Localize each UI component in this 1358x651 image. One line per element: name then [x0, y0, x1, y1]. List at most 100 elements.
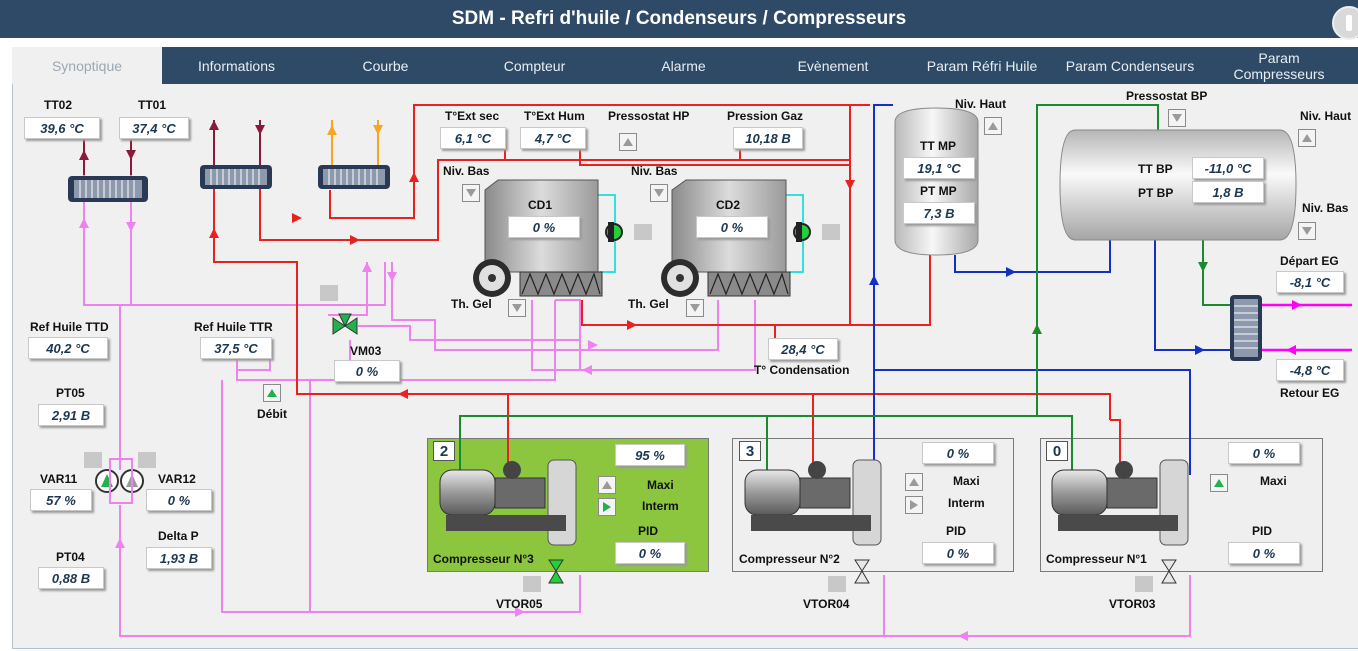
cd2-value: 0 %: [696, 216, 768, 238]
debit-label: Débit: [257, 407, 287, 421]
tt-bp-value: -11,0 °C: [1192, 157, 1264, 179]
ref-huile-ttr-value: 37,5 °C: [200, 337, 272, 359]
tab-param-condenseurs[interactable]: Param Condenseurs: [1065, 57, 1195, 74]
tt-mp-label: TT MP: [920, 139, 956, 153]
tab-param-refri-huile[interactable]: Param Réfri Huile: [926, 57, 1038, 74]
vtor05-label: VTOR05: [496, 597, 543, 611]
title-bar: [0, 0, 1358, 38]
compressor-2-up-button[interactable]: [905, 473, 923, 491]
t-ext-hum-label: T°Ext Hum: [524, 109, 585, 123]
retour-eg-label: Retour EG: [1280, 386, 1340, 400]
compressor-1-name: Compresseur N°1: [1046, 552, 1147, 566]
th-gel-2-down-button[interactable]: [686, 299, 704, 317]
vm03-label: VM03: [350, 344, 382, 358]
ref-huile-ttr-label: Ref Huile TTR: [194, 320, 273, 334]
compressor-2-play-button[interactable]: [905, 496, 923, 514]
pressostat-hp-up-button[interactable]: [619, 133, 637, 151]
compressor-2-interm-label: Interm: [948, 496, 985, 510]
th-gel-2-label: Th. Gel: [628, 297, 669, 311]
cd1-value: 0 %: [508, 216, 580, 238]
tt02-label: TT02: [44, 98, 73, 112]
retour-eg-value: -4,8 °C: [1276, 359, 1344, 381]
delta-p-label: Delta P: [158, 529, 199, 543]
tab-alarme[interactable]: Alarme: [661, 57, 706, 74]
cd2-label: CD2: [716, 198, 741, 212]
niv-bas-2-down-button[interactable]: [650, 184, 668, 202]
debit-up-button[interactable]: [263, 384, 281, 402]
vtor03-indicator[interactable]: [1135, 576, 1153, 592]
pt-mp-label: PT MP: [920, 184, 957, 198]
compressor-2-maxi-label: Maxi: [953, 474, 980, 488]
tab-compteur[interactable]: Compteur: [503, 57, 566, 74]
vtor04-label: VTOR04: [803, 597, 850, 611]
pt05-value: 2,91 B: [38, 404, 104, 426]
vtor04-indicator[interactable]: [828, 576, 846, 592]
bp-niv-haut-up-button[interactable]: [1298, 129, 1316, 147]
var12-status-indicator[interactable]: [138, 452, 156, 468]
pressostat-bp-label: Pressostat BP: [1126, 89, 1208, 103]
t-ext-sec-label: T°Ext sec: [445, 109, 500, 123]
compressor-1-pid-label: PID: [1252, 524, 1273, 538]
compressor-3-name: Compresseur N°3: [433, 552, 534, 566]
compressor-3-interm-label: Interm: [642, 499, 679, 513]
compressor-3-top-value: 95 %: [615, 444, 685, 466]
depart-eg-value: -8,1 °C: [1276, 271, 1344, 293]
cd1-label: CD1: [528, 198, 553, 212]
depart-eg-label: Départ EG: [1280, 254, 1339, 268]
niv-bas-1-down-button[interactable]: [462, 184, 480, 202]
var12-value: 0 %: [146, 489, 212, 511]
compressor-3-up-button[interactable]: [598, 476, 616, 494]
window-title: SDM - Refri d'huile / Condenseurs / Comp…: [451, 8, 907, 29]
tab-bar: Synoptique Informations Courbe Compteur …: [12, 47, 1358, 84]
niv-bas-2-label: Niv. Bas: [631, 164, 678, 178]
tt02-value: 39,6 °C: [24, 117, 100, 139]
var12-label: VAR12: [158, 472, 196, 486]
cd1-pump-indicator[interactable]: [634, 224, 652, 240]
vm03-status-indicator[interactable]: [320, 285, 338, 301]
tt01-label: TT01: [138, 98, 167, 112]
var11-status-indicator[interactable]: [84, 452, 102, 468]
pt-bp-label: PT BP: [1138, 186, 1174, 200]
compressor-1-up-button[interactable]: [1210, 474, 1228, 492]
vtor03-label: VTOR03: [1109, 597, 1156, 611]
tab-informations[interactable]: Informations: [197, 57, 276, 74]
t-ext-sec-value: 6,1 °C: [440, 127, 506, 149]
t-condensation-label: T° Condensation: [754, 363, 850, 377]
mp-niv-haut-label: Niv. Haut: [955, 97, 1007, 111]
bp-niv-bas-down-button[interactable]: [1298, 222, 1316, 240]
compressor-3-play-button[interactable]: [598, 498, 616, 516]
tab-param-compresseurs[interactable]: Param Compresseurs: [1233, 49, 1325, 82]
pression-gaz-label: Pression Gaz: [727, 109, 804, 123]
tt-mp-value: 19,1 °C: [903, 157, 975, 179]
compressor-1-number: 0: [1046, 441, 1068, 461]
t-ext-hum-value: 4,7 °C: [520, 127, 586, 149]
mp-niv-haut-up-button[interactable]: [984, 117, 1002, 135]
ref-huile-ttd-value: 40,2 °C: [28, 337, 108, 359]
delta-p-value: 1,93 B: [146, 547, 212, 569]
condenser-unit: [473, 179, 791, 297]
pression-gaz-value: 10,18 B: [733, 127, 803, 149]
compressor-1-top-value: 0 %: [1228, 442, 1300, 464]
pt05-label: PT05: [56, 386, 85, 400]
tt-bp-label: TT BP: [1138, 162, 1173, 176]
th-gel-1-down-button[interactable]: [508, 299, 526, 317]
cd2-pump-indicator[interactable]: [822, 224, 840, 240]
compressor-3-number: 2: [433, 441, 455, 461]
compressor-1-maxi-label: Maxi: [1260, 474, 1287, 488]
pt04-label: PT04: [56, 550, 85, 564]
var11-value: 57 %: [30, 489, 92, 511]
t-condensation-value: 28,4 °C: [768, 338, 838, 360]
tab-courbe[interactable]: Courbe: [362, 57, 409, 74]
th-gel-1-label: Th. Gel: [451, 297, 492, 311]
tab-synoptique[interactable]: Synoptique: [12, 47, 162, 84]
tab-evenement[interactable]: Evènement: [797, 57, 869, 74]
pt-mp-value: 7,3 B: [903, 202, 975, 224]
compressor-2-pid-label: PID: [946, 524, 967, 538]
vtor05-indicator[interactable]: [523, 576, 541, 592]
power-icon[interactable]: [1332, 6, 1358, 40]
compressor-2-top-value: 0 %: [922, 442, 994, 464]
pressostat-bp-down-button[interactable]: [1168, 109, 1186, 127]
vm03-value: 0 %: [334, 360, 400, 382]
ref-huile-ttd-label: Ref Huile TTD: [30, 320, 109, 334]
compressor-3-pid-value: 0 %: [615, 542, 685, 564]
